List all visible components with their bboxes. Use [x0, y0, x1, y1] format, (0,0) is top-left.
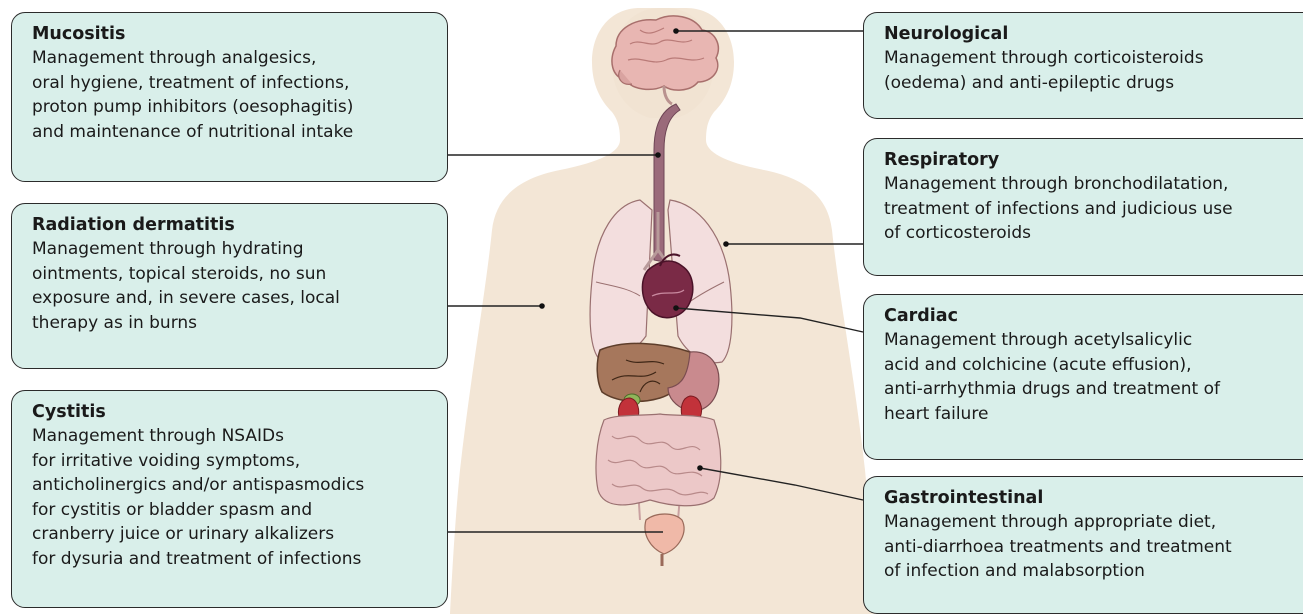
- neurological-title: Neurological: [884, 22, 1291, 46]
- radiation-dermatitis-callout: Radiation dermatitis Management through …: [11, 203, 448, 369]
- cardiac-text: Management through acetylsalicylic acid …: [884, 328, 1291, 426]
- cardiac-title: Cardiac: [884, 304, 1291, 328]
- cystitis-callout: Cystitis Management through NSAIDs for i…: [11, 390, 448, 608]
- respiratory-callout: Respiratory Management through bronchodi…: [863, 138, 1303, 276]
- radiation-dermatitis-title: Radiation dermatitis: [32, 213, 435, 237]
- cystitis-text: Management through NSAIDs for irritative…: [32, 424, 435, 571]
- radiation-dermatitis-text: Management through hydrating ointments, …: [32, 237, 435, 335]
- cardiac-callout: Cardiac Management through acetylsalicyl…: [863, 294, 1303, 460]
- mucositis-text: Management through analgesics, oral hygi…: [32, 46, 435, 144]
- respiratory-text: Management through bronchodilatation, tr…: [884, 172, 1291, 246]
- cystitis-title: Cystitis: [32, 400, 435, 424]
- gastrointestinal-callout: Gastrointestinal Management through appr…: [863, 476, 1303, 614]
- neurological-text: Management through corticoisteroids (oed…: [884, 46, 1291, 95]
- respiratory-title: Respiratory: [884, 148, 1291, 172]
- mucositis-title: Mucositis: [32, 22, 435, 46]
- mucositis-callout: Mucositis Management through analgesics,…: [11, 12, 448, 182]
- gastrointestinal-text: Management through appropriate diet, ant…: [884, 510, 1291, 584]
- neurological-callout: Neurological Management through corticoi…: [863, 12, 1303, 119]
- intestines-organ: [596, 414, 721, 506]
- gastrointestinal-title: Gastrointestinal: [884, 486, 1291, 510]
